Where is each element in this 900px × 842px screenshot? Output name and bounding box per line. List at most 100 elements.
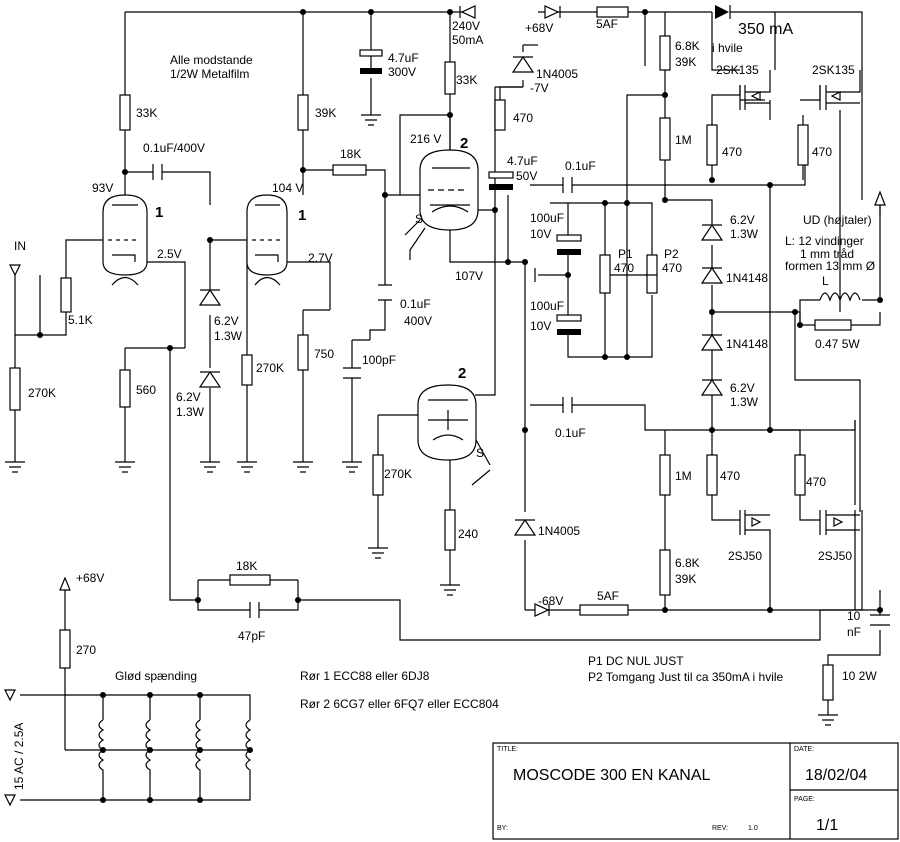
- supply-terminal: [59, 576, 71, 591]
- zener-62v-b: [198, 370, 222, 388]
- mosfet-q3: [739, 510, 771, 540]
- date-label: DATE:: [794, 746, 814, 753]
- rev-value: 1.0: [748, 825, 758, 832]
- ground: [342, 461, 362, 473]
- label-coil-1: L: 12 vindinger: [785, 234, 864, 248]
- diode-1n4148-b: [700, 333, 724, 351]
- label-r047: 0.47 5W: [815, 337, 860, 351]
- diode-top-c: [715, 5, 731, 19]
- label-p2-note: P2 Tomgang Just til ca 350mA i hvile: [588, 670, 784, 684]
- label-r240: 240: [458, 527, 478, 541]
- ground-symbols: [5, 114, 838, 726]
- resistor-1m-a: [659, 117, 671, 161]
- terminals: [4, 190, 886, 807]
- resistor-39k: [297, 94, 309, 131]
- ground: [5, 461, 25, 473]
- label-r33k-a: 33K: [136, 106, 157, 120]
- label-c100u-b2: 10V: [530, 319, 551, 333]
- label-c01c: 0.1uF: [565, 159, 596, 173]
- junctions: [37, 9, 883, 803]
- label-z62d2: 1.3W: [730, 395, 759, 409]
- label-tube1-note: Rør 1 ECC88 eller 6DJ8: [300, 669, 430, 683]
- diode-1n4148-a: [700, 266, 724, 284]
- capacitor-47uf-50v: [488, 171, 514, 190]
- ground: [115, 461, 135, 473]
- label-tube-2a: 2: [460, 135, 468, 152]
- label-c100u-b: 100uF: [530, 299, 564, 313]
- label-d4148-a: 1N4148: [726, 271, 768, 285]
- label-27v: 2.7V: [308, 251, 333, 265]
- label-fuse-b: 5AF: [597, 589, 619, 603]
- resistor-6k8-b: [659, 549, 671, 596]
- label-ac: 15 AC / 2.5A: [12, 723, 26, 790]
- mosfets: [739, 70, 861, 540]
- capacitor-100pf: [343, 367, 361, 379]
- label-tube-2b: 2: [458, 365, 466, 382]
- label-c47-b: 300V: [388, 65, 416, 79]
- label-c47-50a: 4.7uF: [507, 154, 538, 168]
- capacitor-100uf-b: [556, 314, 582, 335]
- label-r1m-b: 1M: [675, 469, 692, 483]
- ground: [361, 114, 381, 126]
- label-z62c2: 1.3W: [730, 227, 759, 241]
- label-s2: S: [476, 446, 484, 460]
- label-r39k: 39K: [315, 106, 336, 120]
- resistors: [9, 6, 852, 701]
- resistor-240: [444, 509, 456, 551]
- label-25v: 2.5V: [157, 247, 182, 261]
- diode-top-a: [459, 5, 476, 19]
- heater-coils: [98, 719, 252, 775]
- label-r560: 560: [136, 383, 156, 397]
- label-q1: 2SK135: [716, 63, 759, 77]
- label-d4148-b: 1N4148: [726, 337, 768, 351]
- resistor-33k-b: [444, 61, 456, 95]
- output-terminal: [874, 190, 886, 215]
- ground: [237, 461, 257, 473]
- ground: [440, 584, 460, 596]
- label-r33k-b: 33K: [456, 73, 477, 87]
- label-c01b: 0.1uF: [400, 297, 431, 311]
- capacitor-01uf-b: [378, 284, 392, 301]
- label-r51k: 5.1K: [68, 313, 93, 327]
- label-heater: Glød spænding: [115, 669, 197, 683]
- resistor-10-2w: [822, 664, 834, 701]
- label-r68k-b: 6.8K: [675, 556, 700, 570]
- label-p1v: 470: [614, 261, 634, 275]
- mosfet-q4: [819, 510, 860, 535]
- label-r750: 750: [314, 347, 334, 361]
- input-terminal: [9, 264, 21, 277]
- label-fuse-a: 5AF: [596, 17, 618, 31]
- tube-1b: [246, 194, 288, 286]
- ac-terminal-b: [4, 794, 16, 807]
- label-240v: 240V: [452, 19, 480, 33]
- wires: [14, 11, 881, 801]
- fuse-a: [596, 6, 629, 18]
- label-p1: P1: [618, 247, 633, 261]
- zener-62v-a: [198, 288, 222, 306]
- by-label: BY:: [497, 825, 508, 832]
- label-c01b2: 400V: [404, 314, 432, 328]
- resistor-560: [119, 369, 131, 408]
- label-coil-3: formen 13 mm Ø: [785, 259, 875, 273]
- label-104v: 104 V: [272, 181, 303, 195]
- label-c01d: 0.1uF: [555, 426, 586, 440]
- label-d4005-b: 1N4005: [538, 524, 580, 538]
- resistor-270k-a: [9, 367, 21, 411]
- label-tube2-note: Rør 2 6CG7 eller 6FQ7 eller ECC804: [300, 697, 499, 711]
- resistor-470-e: [794, 454, 806, 496]
- schematic-page: 1/1: [816, 817, 838, 834]
- resistor-470-d: [706, 454, 718, 496]
- schematic-date: 18/02/04: [805, 767, 867, 784]
- tubes: [102, 149, 491, 486]
- label-r470-e: 470: [806, 475, 826, 489]
- label-216v: 216 V: [410, 132, 441, 146]
- capacitors: [152, 49, 890, 626]
- schematic-title: MOSCODE 300 EN KANAL: [513, 767, 711, 784]
- diodes: [198, 5, 731, 617]
- rev-label: REV:: [712, 825, 728, 832]
- diode-1n4005-b: [513, 518, 537, 536]
- resistor-470-a: [494, 99, 506, 131]
- zener-62v-c: [700, 223, 724, 241]
- capacitor-01uf-400v: [152, 164, 163, 180]
